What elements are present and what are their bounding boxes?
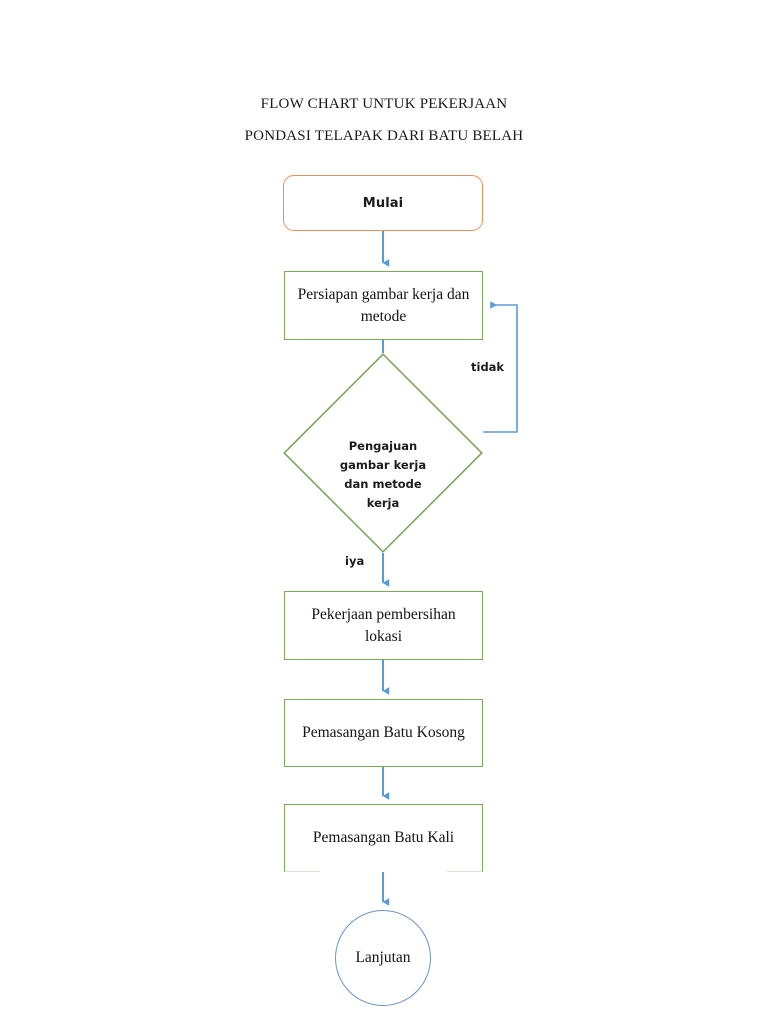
node-pemasangan-batu-kosong[interactable]: Pemasangan Batu Kosong bbox=[284, 699, 483, 767]
node-pengajuan-decision[interactable]: Pengajuan gambar kerja dan metode kerja bbox=[283, 353, 483, 553]
node-mulai[interactable]: Mulai bbox=[283, 175, 483, 231]
node-lanjutan-connector[interactable]: Lanjutan bbox=[335, 910, 431, 1006]
node-pengajuan-label: Pengajuan gambar kerja dan metode kerja bbox=[339, 439, 427, 510]
edge-label-tidak: tidak bbox=[471, 360, 505, 374]
node-batu-kali-label: Pemasangan Batu Kali bbox=[312, 829, 455, 846]
edge-pengajuan-to-persiapan-tidak bbox=[483, 301, 518, 433]
edge-label-iya: iya bbox=[345, 554, 365, 568]
diamond-shape-icon bbox=[283, 353, 483, 553]
node-persiapan-label: Persiapan gambar kerja dan metode bbox=[297, 285, 470, 325]
node-persiapan-gambar-kerja[interactable]: Persiapan gambar kerja dan metode bbox=[284, 271, 483, 340]
node-lanjutan-label: Lanjutan bbox=[355, 949, 411, 966]
node-pekerjaan-pembersihan-lokasi[interactable]: Pekerjaan pembersihan lokasi bbox=[284, 591, 483, 660]
node-pembersihan-label: Pekerjaan pembersihan lokasi bbox=[311, 605, 456, 645]
node-batu-kosong-label: Pemasangan Batu Kosong bbox=[302, 724, 465, 741]
node-mulai-label: Mulai bbox=[362, 195, 404, 211]
node-pemasangan-batu-kali[interactable]: Pemasangan Batu Kali bbox=[284, 804, 483, 873]
